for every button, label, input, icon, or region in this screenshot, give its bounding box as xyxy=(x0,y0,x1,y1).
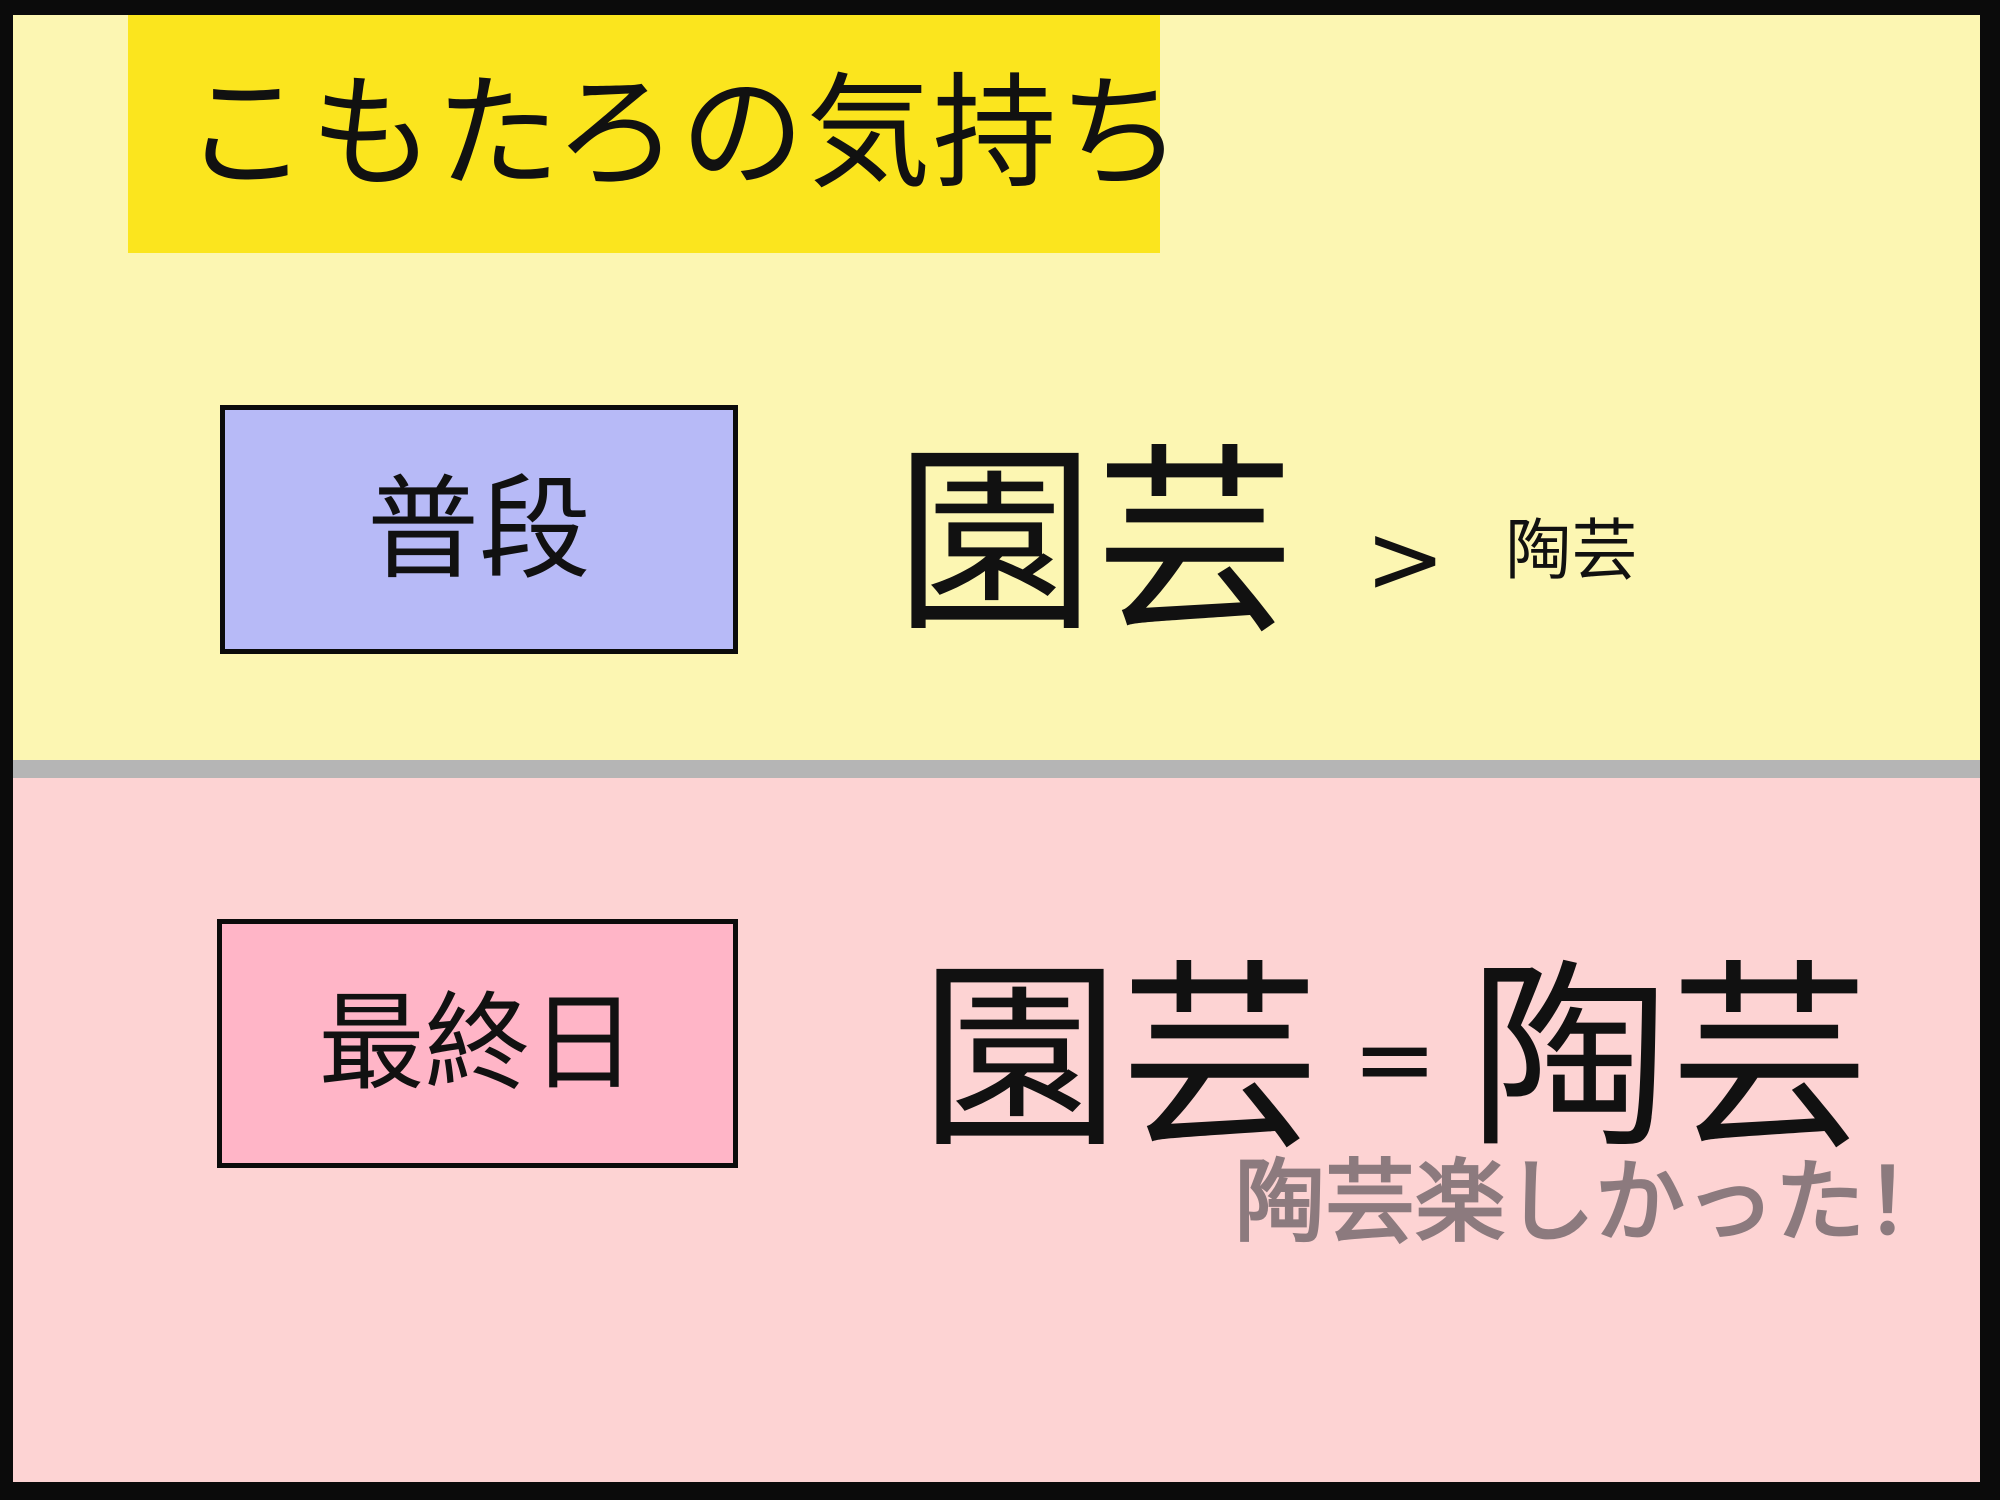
top-equation: 園芸 > 陶芸 xyxy=(895,438,1637,650)
usual-label: 普段 xyxy=(367,464,591,595)
top-equation-left-term: 園芸 xyxy=(895,427,1296,660)
top-equation-right-term: 陶芸 xyxy=(1505,512,1638,589)
bottom-equation-left-term: 園芸 xyxy=(920,943,1321,1176)
section-divider xyxy=(13,760,1980,778)
greater-than-operator: > xyxy=(1365,503,1446,615)
note-text: 陶芸楽しかった！ xyxy=(1235,1150,1955,1255)
bottom-equation: 園芸 = 陶芸 xyxy=(920,945,1870,1175)
page-title: こもたろの気持ち xyxy=(184,62,1185,206)
equals-operator: = xyxy=(1352,1000,1438,1119)
usual-label-box: 普段 xyxy=(220,405,738,654)
bottom-equation-right-term: 陶芸 xyxy=(1469,943,1870,1176)
title-banner: こもたろの気持ち xyxy=(128,15,1183,253)
final-day-label: 最終日 xyxy=(318,981,637,1105)
final-day-label-box: 最終日 xyxy=(217,919,738,1168)
